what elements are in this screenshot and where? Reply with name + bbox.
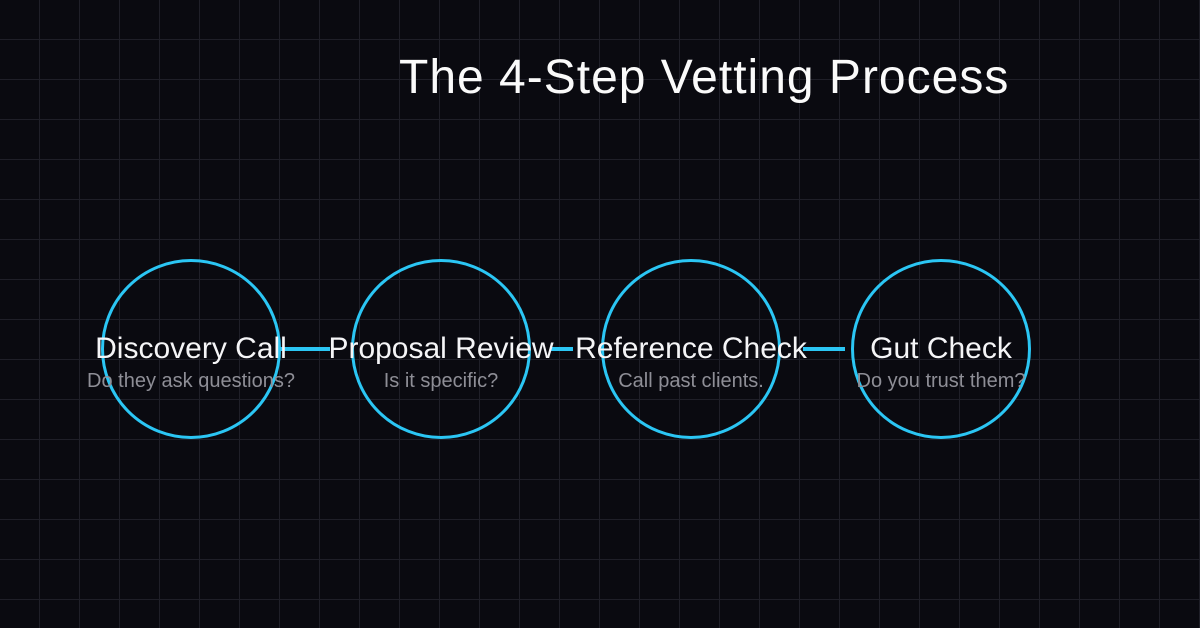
step-circle xyxy=(851,259,1031,439)
step-label: Discovery Call xyxy=(95,332,287,365)
step-circle xyxy=(101,259,281,439)
step-note: Call past clients. xyxy=(618,370,764,392)
connector-line xyxy=(803,347,845,351)
page-title: The 4-Step Vetting Process xyxy=(399,51,1010,104)
step-label: Gut Check xyxy=(870,332,1012,365)
step-note: Do they ask questions? xyxy=(87,370,295,392)
step-label: Proposal Review xyxy=(328,332,554,365)
step-circle xyxy=(601,259,781,439)
connector-line xyxy=(280,347,330,351)
connector-line xyxy=(551,347,573,351)
step-note: Is it specific? xyxy=(383,370,499,392)
step-label: Reference Check xyxy=(575,332,807,365)
step-note: Do you trust them? xyxy=(856,370,1026,392)
step-circle xyxy=(351,259,531,439)
